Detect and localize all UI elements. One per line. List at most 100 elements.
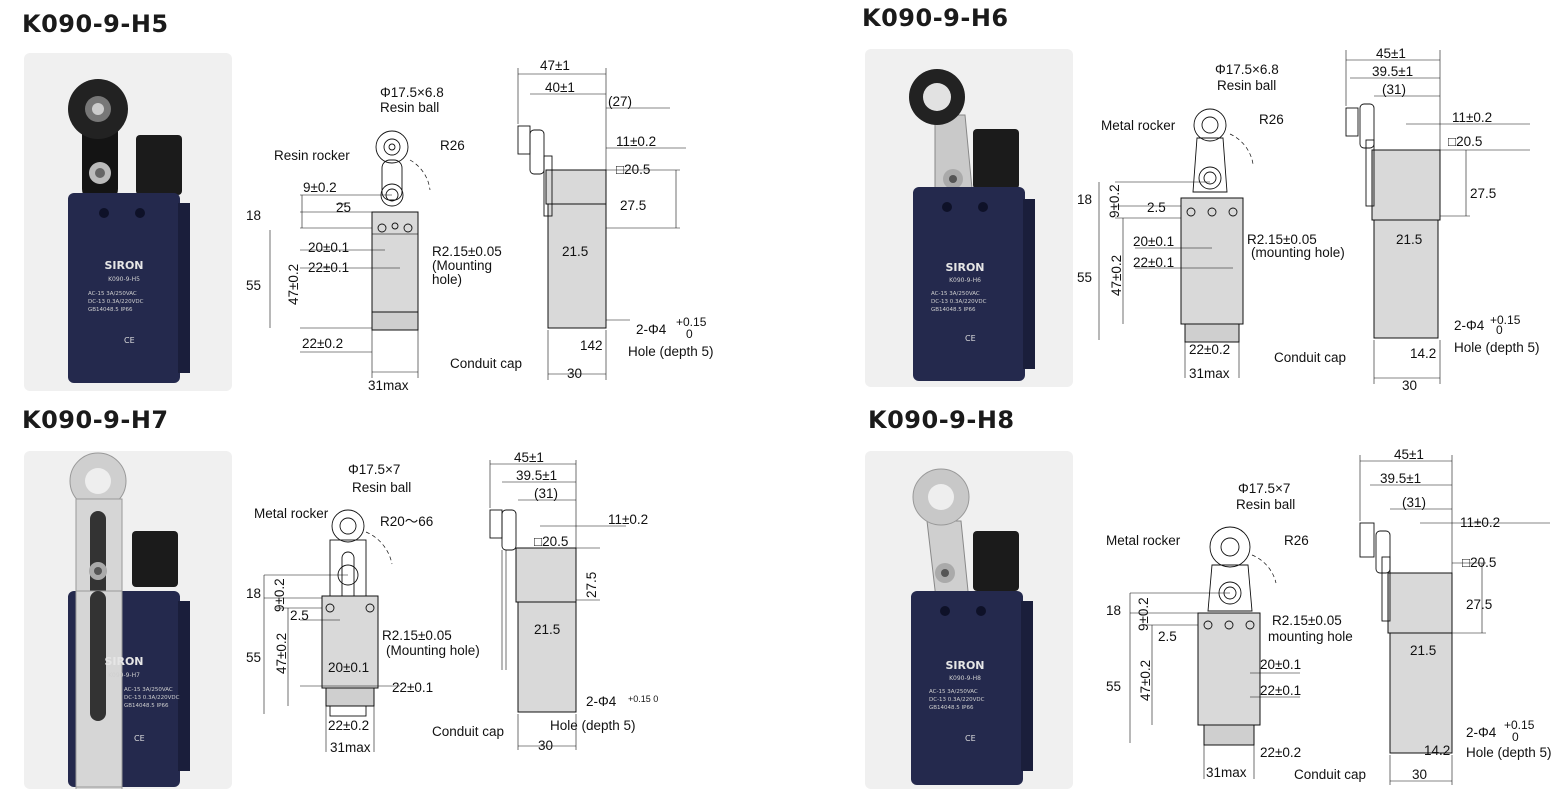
svg-text:2-Φ4: 2-Φ4 bbox=[586, 694, 617, 709]
svg-text:2.5: 2.5 bbox=[290, 608, 309, 623]
svg-text:0: 0 bbox=[686, 327, 693, 341]
svg-text:SIRON: SIRON bbox=[104, 655, 143, 668]
svg-text:31max: 31max bbox=[1206, 765, 1247, 780]
svg-text:K090-9-H7: K090-9-H7 bbox=[108, 672, 140, 679]
svg-text:22±0.1: 22±0.1 bbox=[308, 260, 349, 275]
svg-text:GB14048.5 IP66: GB14048.5 IP66 bbox=[88, 307, 133, 313]
svg-text:47±1: 47±1 bbox=[540, 58, 570, 73]
svg-text:(Mounting hole): (Mounting hole) bbox=[386, 643, 480, 658]
svg-text:21.5: 21.5 bbox=[1410, 643, 1436, 658]
front-view-drawing-h7: Φ17.5×7 Resin ball Metal rocker R20～66 9… bbox=[246, 462, 480, 755]
svg-text:GB14048.5 IP66: GB14048.5 IP66 bbox=[124, 703, 169, 709]
svg-text:K090-9-H8: K090-9-H8 bbox=[949, 675, 981, 682]
svg-text:30: 30 bbox=[538, 738, 553, 753]
svg-text:Resin ball: Resin ball bbox=[1217, 78, 1276, 93]
svg-text:27.5: 27.5 bbox=[1466, 597, 1492, 612]
model-title-h7: K090-9-H7 bbox=[22, 406, 169, 434]
svg-text:+0.15: +0.15 bbox=[1490, 313, 1521, 327]
svg-text:Conduit cap: Conduit cap bbox=[450, 356, 522, 371]
svg-text:CE: CE bbox=[965, 334, 976, 343]
svg-text:18: 18 bbox=[1077, 192, 1092, 207]
svg-text:9±0.2: 9±0.2 bbox=[1136, 597, 1151, 631]
svg-text:SIRON: SIRON bbox=[945, 659, 984, 672]
svg-text:mounting hole: mounting hole bbox=[1268, 629, 1353, 644]
svg-text:31max: 31max bbox=[330, 740, 371, 755]
svg-text:45±1: 45±1 bbox=[1394, 447, 1424, 462]
svg-text:55: 55 bbox=[1106, 679, 1121, 694]
svg-text:(27): (27) bbox=[608, 94, 632, 109]
product-photo-h6: SIRON K090-9-H6 AC-15 3A/250VAC DC-13 0.… bbox=[865, 49, 1073, 387]
svg-text:11±0.2: 11±0.2 bbox=[1460, 515, 1500, 530]
svg-text:+0.15: +0.15 bbox=[676, 315, 707, 329]
svg-text:47±0.2: 47±0.2 bbox=[274, 633, 289, 674]
svg-text:39.5±1: 39.5±1 bbox=[1380, 471, 1421, 486]
svg-text:40±1: 40±1 bbox=[545, 80, 575, 95]
svg-text:2-Φ4: 2-Φ4 bbox=[1466, 725, 1497, 740]
product-photo-h8: SIRON K090-9-H8 AC-15 3A/250VAC DC-13 0.… bbox=[865, 451, 1073, 789]
svg-text:(Mounting: (Mounting bbox=[432, 258, 492, 273]
svg-text:22±0.2: 22±0.2 bbox=[1260, 745, 1301, 760]
svg-text:55: 55 bbox=[246, 650, 261, 665]
svg-text:(mounting hole): (mounting hole) bbox=[1251, 245, 1345, 260]
svg-text:39.5±1: 39.5±1 bbox=[1372, 64, 1413, 79]
svg-text:AC-15 3A/250VAC: AC-15 3A/250VAC bbox=[124, 687, 173, 693]
svg-text:Conduit cap: Conduit cap bbox=[1274, 350, 1346, 365]
svg-text:22±0.2: 22±0.2 bbox=[1189, 342, 1230, 357]
svg-text:9±0.2: 9±0.2 bbox=[272, 578, 287, 612]
svg-text:31max: 31max bbox=[368, 378, 409, 393]
svg-text:Hole (depth 5): Hole (depth 5) bbox=[550, 718, 636, 733]
svg-text:AC-15 3A/250VAC: AC-15 3A/250VAC bbox=[931, 291, 980, 297]
svg-text:55: 55 bbox=[246, 278, 261, 293]
svg-text:55: 55 bbox=[1077, 270, 1092, 285]
svg-text:Hole (depth 5): Hole (depth 5) bbox=[1466, 745, 1552, 760]
svg-text:□20.5: □20.5 bbox=[616, 162, 650, 177]
svg-text:27.5: 27.5 bbox=[584, 572, 599, 598]
svg-text:R26: R26 bbox=[1259, 112, 1284, 127]
svg-text:Hole (depth 5): Hole (depth 5) bbox=[1454, 340, 1540, 355]
svg-text:0: 0 bbox=[1496, 323, 1503, 337]
svg-text:GB14048.5 IP66: GB14048.5 IP66 bbox=[931, 307, 976, 313]
svg-text:hole): hole) bbox=[432, 272, 462, 287]
svg-text:2.5: 2.5 bbox=[1147, 200, 1166, 215]
svg-text:11±0.2: 11±0.2 bbox=[1452, 110, 1492, 125]
svg-text:R2.15±0.05: R2.15±0.05 bbox=[1247, 232, 1317, 247]
svg-text:R20～66: R20～66 bbox=[380, 514, 433, 529]
svg-text:20±0.1: 20±0.1 bbox=[1260, 657, 1301, 672]
side-view-drawing-h8: 45±1 39.5±1 (31) 11±0.2 □20.5 27.5 21.5 … bbox=[1294, 447, 1552, 785]
svg-text:45±1: 45±1 bbox=[514, 450, 544, 465]
side-view-drawing-h7: 45±1 39.5±1 (31) 11±0.2 □20.5 27.5 21.5 … bbox=[432, 450, 658, 753]
svg-text:K090-9-H6: K090-9-H6 bbox=[949, 277, 981, 284]
side-view-drawing-h6: 45±1 39.5±1 (31) 11±0.2 □20.5 27.5 21.5 … bbox=[1274, 46, 1540, 393]
svg-text:18: 18 bbox=[246, 586, 261, 601]
side-view-drawing-h5: 47±1 40±1 (27) 11±0.2 □20.5 27.5 21.5 2-… bbox=[450, 58, 714, 381]
svg-text:Resin rocker: Resin rocker bbox=[274, 148, 350, 163]
svg-text:47±0.2: 47±0.2 bbox=[1109, 255, 1124, 296]
svg-text:47±0.2: 47±0.2 bbox=[286, 264, 301, 305]
svg-text:□20.5: □20.5 bbox=[1462, 555, 1496, 570]
svg-text:21.5: 21.5 bbox=[562, 244, 588, 259]
svg-text:11±0.2: 11±0.2 bbox=[608, 512, 648, 527]
svg-text:25: 25 bbox=[336, 200, 351, 215]
svg-text:2.5: 2.5 bbox=[1158, 629, 1177, 644]
svg-text:Φ17.5×7: Φ17.5×7 bbox=[1238, 481, 1290, 496]
svg-text:21.5: 21.5 bbox=[534, 622, 560, 637]
svg-text:+0.15: +0.15 bbox=[1504, 718, 1535, 732]
svg-text:22±0.1: 22±0.1 bbox=[1260, 683, 1301, 698]
svg-text:SIRON: SIRON bbox=[945, 261, 984, 274]
svg-text:DC-13 0.3A/220VDC: DC-13 0.3A/220VDC bbox=[88, 299, 144, 305]
front-view-drawing-h8: Φ17.5×7 Resin ball Metal rocker R26 9±0.… bbox=[1106, 481, 1353, 780]
svg-text:DC-13 0.3A/220VDC: DC-13 0.3A/220VDC bbox=[124, 695, 180, 701]
svg-text:27.5: 27.5 bbox=[1470, 186, 1496, 201]
svg-text:CE: CE bbox=[965, 734, 976, 743]
svg-text:DC-13 0.3A/220VDC: DC-13 0.3A/220VDC bbox=[929, 697, 985, 703]
svg-text:18: 18 bbox=[1106, 603, 1121, 618]
svg-text:R26: R26 bbox=[440, 138, 465, 153]
svg-text:14.2: 14.2 bbox=[1424, 743, 1450, 758]
svg-text:2-Φ4: 2-Φ4 bbox=[1454, 318, 1485, 333]
svg-text:20±0.1: 20±0.1 bbox=[328, 660, 369, 675]
svg-text:+0.15 0: +0.15 0 bbox=[628, 694, 658, 704]
svg-text:20±0.1: 20±0.1 bbox=[1133, 234, 1174, 249]
svg-text:39.5±1: 39.5±1 bbox=[516, 468, 557, 483]
svg-text:2-Φ4: 2-Φ4 bbox=[636, 322, 667, 337]
product-photo-h7: SIRON K090-9-H7 AC-15 3A/250VAC DC-13 0.… bbox=[24, 451, 232, 789]
